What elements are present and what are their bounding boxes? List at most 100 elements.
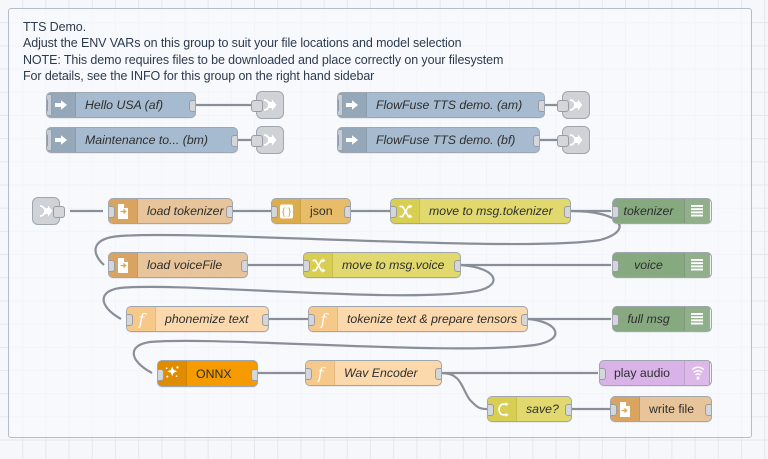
inject-button-flowfuse-bf[interactable] [338,129,343,151]
node-move-to-msg-voice[interactable]: move to msg.voice [303,252,461,278]
node-label: voice [634,258,663,272]
node-load-tokenizer[interactable]: load tokenizer [108,198,233,224]
input-port[interactable] [251,135,263,147]
node-link-out-1[interactable] [251,91,284,119]
input-port[interactable] [127,314,133,326]
node-label: load tokenizer [147,204,224,218]
debug-toggle-button-tokenizer[interactable] [709,200,711,222]
input-port[interactable] [109,206,115,218]
input-port[interactable] [306,368,312,380]
output-port[interactable] [565,404,571,416]
node-phonemize-text[interactable]: f phonemize text [126,306,269,332]
node-move-to-msg-tokenizer[interactable]: move to msg.tokenizer [390,198,571,224]
link-in-icon [39,205,53,217]
node-label: Hello USA (af) [85,98,164,112]
node-label: tokenizer [623,204,674,218]
output-port[interactable] [53,206,65,218]
output-port[interactable] [538,100,544,112]
node-label: FlowFuse TTS demo. (bf) [376,133,516,147]
node-wav-encoder[interactable]: f Wav Encoder [305,360,442,386]
input-port[interactable] [613,314,619,326]
input-port[interactable] [309,314,315,326]
node-json[interactable]: {} json [271,198,351,224]
node-onnx[interactable]: ONNX [157,360,258,387]
input-port[interactable] [613,260,619,272]
file-in-icon [109,253,138,277]
node-label: Maintenance to... (bm) [85,133,209,147]
node-link-out-3[interactable] [557,91,590,119]
node-link-in-1[interactable] [32,197,65,225]
node-label: phonemize text [165,312,249,326]
input-port[interactable] [251,100,263,112]
debug-toggle-button-voice[interactable] [709,254,711,276]
node-inject-hello-usa[interactable]: Hello USA (af) [46,92,196,118]
input-port[interactable] [272,206,278,218]
debug-lines-icon [684,199,711,223]
node-label: ONNX [196,366,232,381]
node-label: Wav Encoder [344,366,418,380]
node-inject-flowfuse-bf[interactable]: FlowFuse TTS demo. (bf) [337,127,540,153]
svg-text:f: f [319,311,329,328]
output-port[interactable] [226,206,232,218]
output-port[interactable] [251,368,257,381]
link-out-icon [569,134,583,146]
node-label: save? [526,402,559,416]
node-link-out-4[interactable] [557,126,590,154]
svg-text:{}: {} [280,207,292,218]
output-port[interactable] [705,404,711,416]
output-port[interactable] [189,100,195,112]
output-port[interactable] [564,206,570,218]
node-save-switch[interactable]: save? [487,396,572,422]
node-debug-tokenizer[interactable]: tokenizer [612,198,712,224]
input-port[interactable] [557,135,569,147]
node-inject-flowfuse-am[interactable]: FlowFuse TTS demo. (am) [337,92,545,118]
node-label: full msg [627,312,670,326]
output-port[interactable] [231,135,237,147]
debug-toggle-button-full-msg[interactable] [709,308,711,330]
input-port[interactable] [600,368,606,380]
node-debug-voice[interactable]: voice [612,252,712,278]
input-port[interactable] [611,404,617,416]
node-inject-maintenance[interactable]: Maintenance to... (bm) [46,127,238,153]
input-port[interactable] [488,404,494,416]
input-port[interactable] [391,206,397,218]
node-label: move to msg.tokenizer [429,204,553,218]
svg-text:f: f [316,365,326,382]
link-out-icon [569,99,583,111]
output-port[interactable] [241,260,247,272]
output-port[interactable] [454,260,460,272]
link-out-icon [263,134,277,146]
inject-button-maintenance[interactable] [47,129,52,151]
node-label: tokenize text & prepare tensors [347,312,518,326]
speaker-waves-icon [684,361,711,385]
audio-toggle-button[interactable] [709,362,711,384]
output-port[interactable] [344,206,350,218]
output-port[interactable] [435,368,441,380]
output-port[interactable] [521,314,527,326]
output-port[interactable] [533,135,539,147]
node-label: write file [649,402,695,416]
switch-branch-icon [488,397,517,421]
node-label: play audio [613,366,671,380]
node-tokenize-prepare-tensors[interactable]: f tokenize text & prepare tensors [308,306,528,332]
node-label: move to msg.voice [342,258,445,272]
node-load-voicefile[interactable]: load voiceFile [108,252,248,278]
link-out-icon [263,99,277,111]
svg-text:f: f [137,311,147,328]
input-port[interactable] [304,260,310,272]
group-comment-text: TTS Demo. Adjust the ENV VARs on this gr… [23,20,504,84]
inject-button-hello-usa[interactable] [47,94,52,116]
node-debug-full-msg[interactable]: full msg [612,306,712,332]
node-label: json [310,204,333,218]
node-link-out-2[interactable] [251,126,284,154]
node-play-audio[interactable]: play audio [599,360,712,386]
input-port[interactable] [158,368,164,381]
output-port[interactable] [262,314,268,326]
input-port[interactable] [557,100,569,112]
input-port[interactable] [109,260,115,272]
node-write-file[interactable]: write file [610,396,712,422]
debug-lines-icon [684,307,711,331]
input-port[interactable] [613,206,619,218]
node-label: load voiceFile [147,258,223,272]
inject-button-flowfuse-am[interactable] [338,94,343,116]
